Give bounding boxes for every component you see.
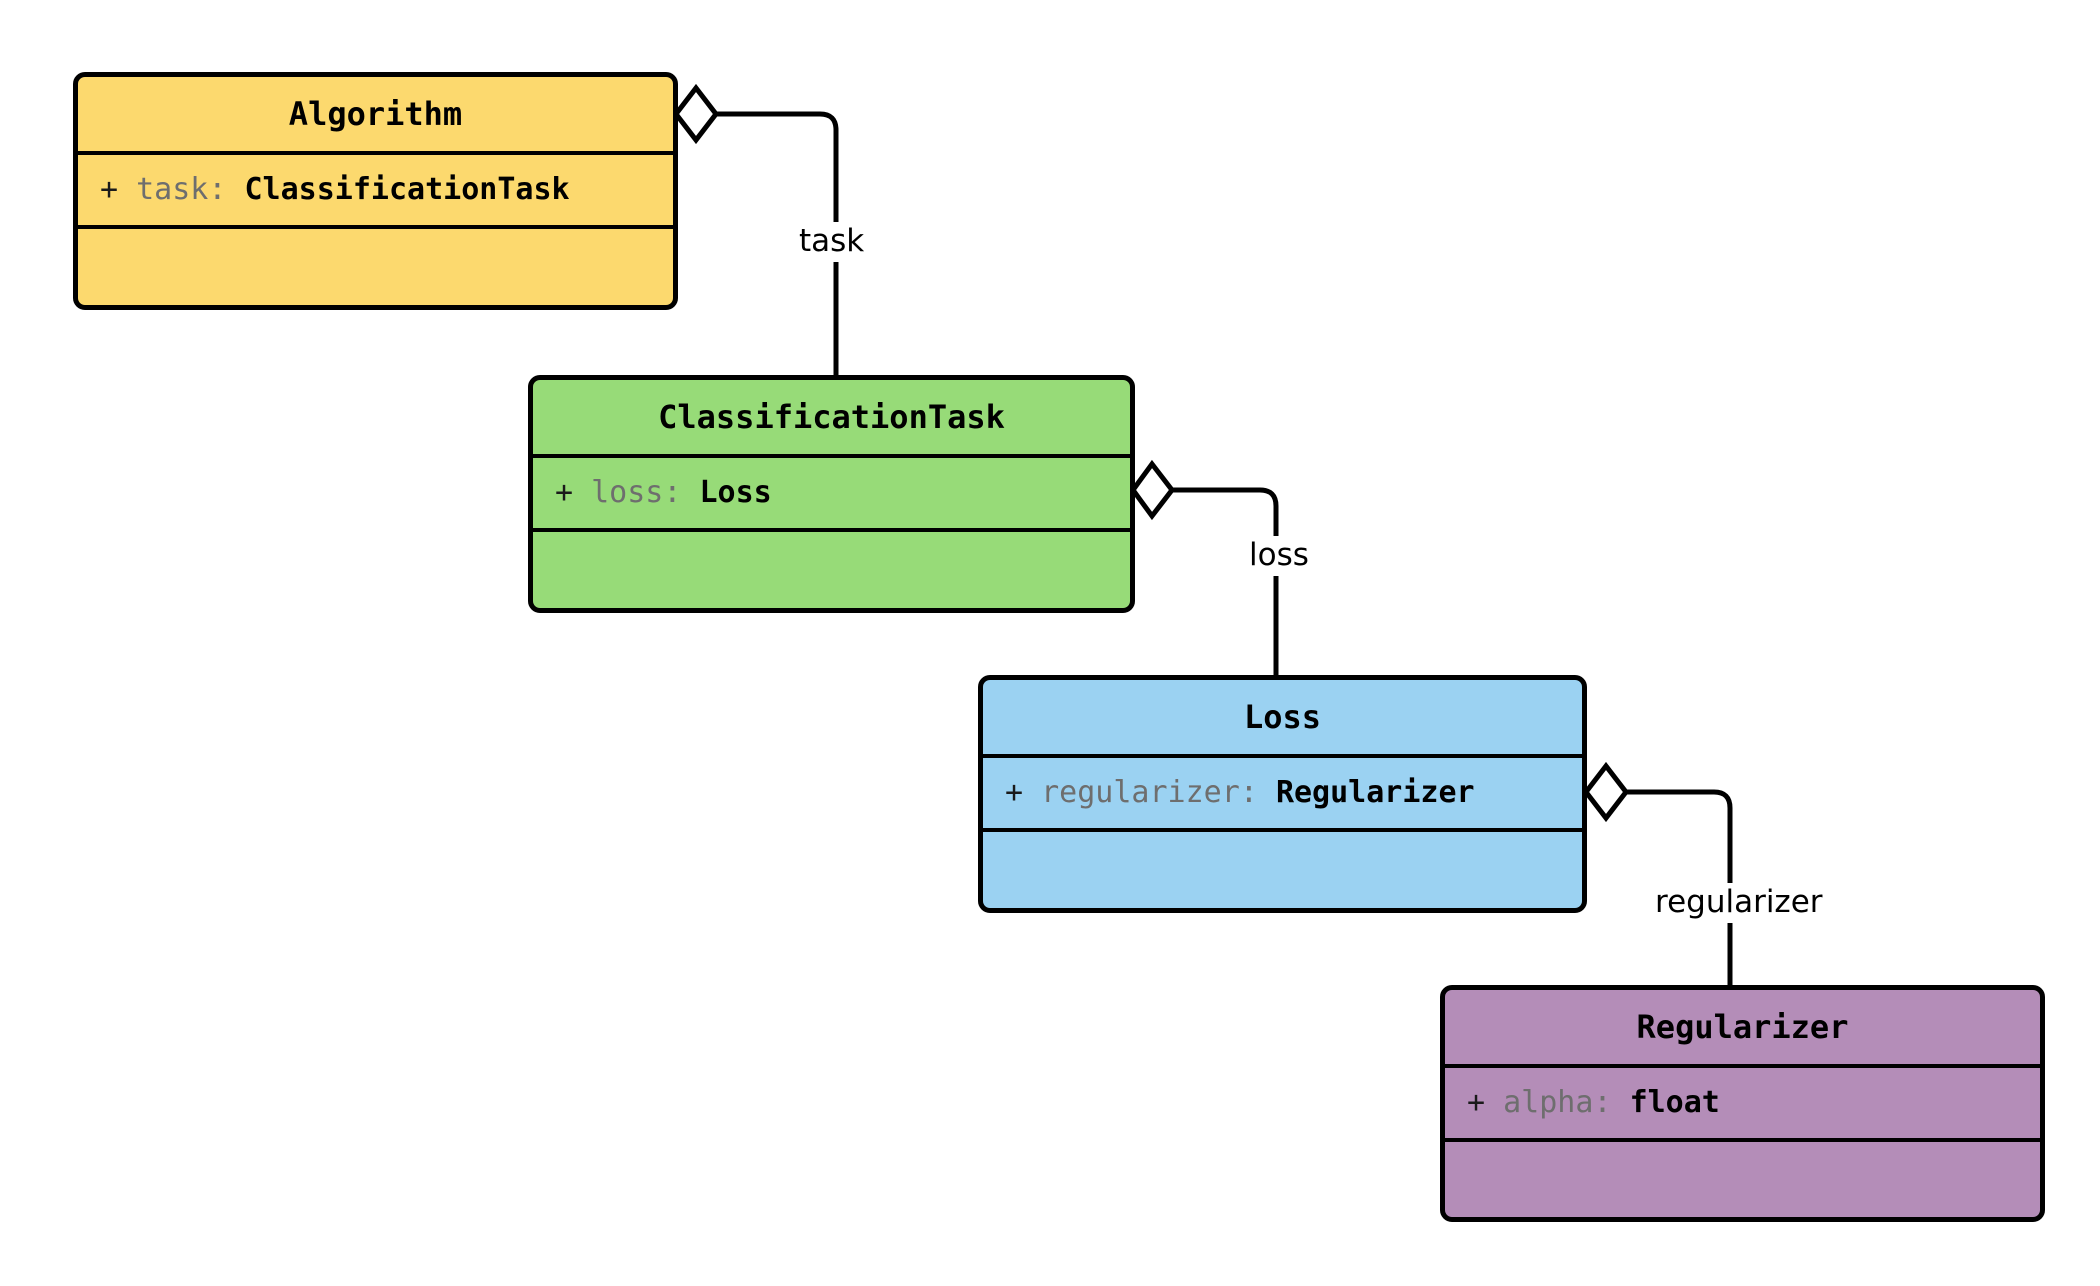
attribute-type: Loss [699, 475, 772, 510]
uml-class-title: ClassificationTask [533, 380, 1130, 458]
attribute-visibility: + [100, 172, 119, 207]
attribute-type: ClassificationTask [244, 172, 570, 207]
relationship-regularizer[interactable] [1582, 761, 1733, 985]
attribute-visibility: + [1467, 1085, 1486, 1120]
attribute-name: task [136, 172, 209, 207]
attribute-name: alpha [1503, 1085, 1594, 1120]
uml-methods-compartment [983, 832, 1582, 908]
attribute-type: Regularizer [1275, 775, 1475, 810]
attribute-separator: : [1239, 775, 1276, 810]
attribute-name: regularizer [1041, 775, 1240, 810]
attribute-visibility: + [555, 475, 574, 510]
aggregation-diamond-icon [1129, 459, 1176, 521]
attribute-separator: : [208, 172, 245, 207]
attribute-separator: : [1593, 1085, 1630, 1120]
attribute-type: float [1629, 1085, 1720, 1120]
uml-attributes-compartment: + alpha: float [1445, 1068, 2040, 1142]
relationship-label-regularizer: regularizer [1648, 883, 1830, 923]
uml-attribute-row: + loss: Loss [555, 475, 1130, 511]
attribute-visibility: + [1005, 775, 1024, 810]
aggregation-diamond-icon [672, 83, 720, 145]
uml-attribute-row: + alpha: float [1467, 1085, 2040, 1121]
uml-class-algorithm[interactable]: Algorithm + task: ClassificationTask [73, 72, 678, 310]
relationship-label-loss: loss [1242, 536, 1316, 576]
attribute-name: loss [591, 475, 664, 510]
uml-class-classification-task[interactable]: ClassificationTask + loss: Loss [528, 375, 1135, 613]
uml-class-loss[interactable]: Loss + regularizer: Regularizer [978, 675, 1587, 913]
uml-methods-compartment [1445, 1142, 2040, 1217]
uml-class-regularizer[interactable]: Regularizer + alpha: float [1440, 985, 2045, 1222]
relationship-label-task: task [792, 222, 872, 262]
uml-class-title: Regularizer [1445, 990, 2040, 1068]
relationship-loss-line [1172, 487, 1279, 675]
uml-class-title: Loss [983, 680, 1582, 758]
uml-methods-compartment [533, 532, 1130, 608]
attribute-separator: : [663, 475, 700, 510]
uml-attributes-compartment: + loss: Loss [533, 458, 1130, 532]
uml-class-title: Algorithm [78, 77, 673, 155]
uml-attribute-row: + task: ClassificationTask [100, 172, 673, 208]
uml-methods-compartment [78, 229, 673, 305]
uml-attributes-compartment: + task: ClassificationTask [78, 155, 673, 229]
uml-attribute-row: + regularizer: Regularizer [1005, 775, 1582, 811]
aggregation-diamond-icon [1582, 761, 1630, 823]
uml-attributes-compartment: + regularizer: Regularizer [983, 758, 1582, 832]
